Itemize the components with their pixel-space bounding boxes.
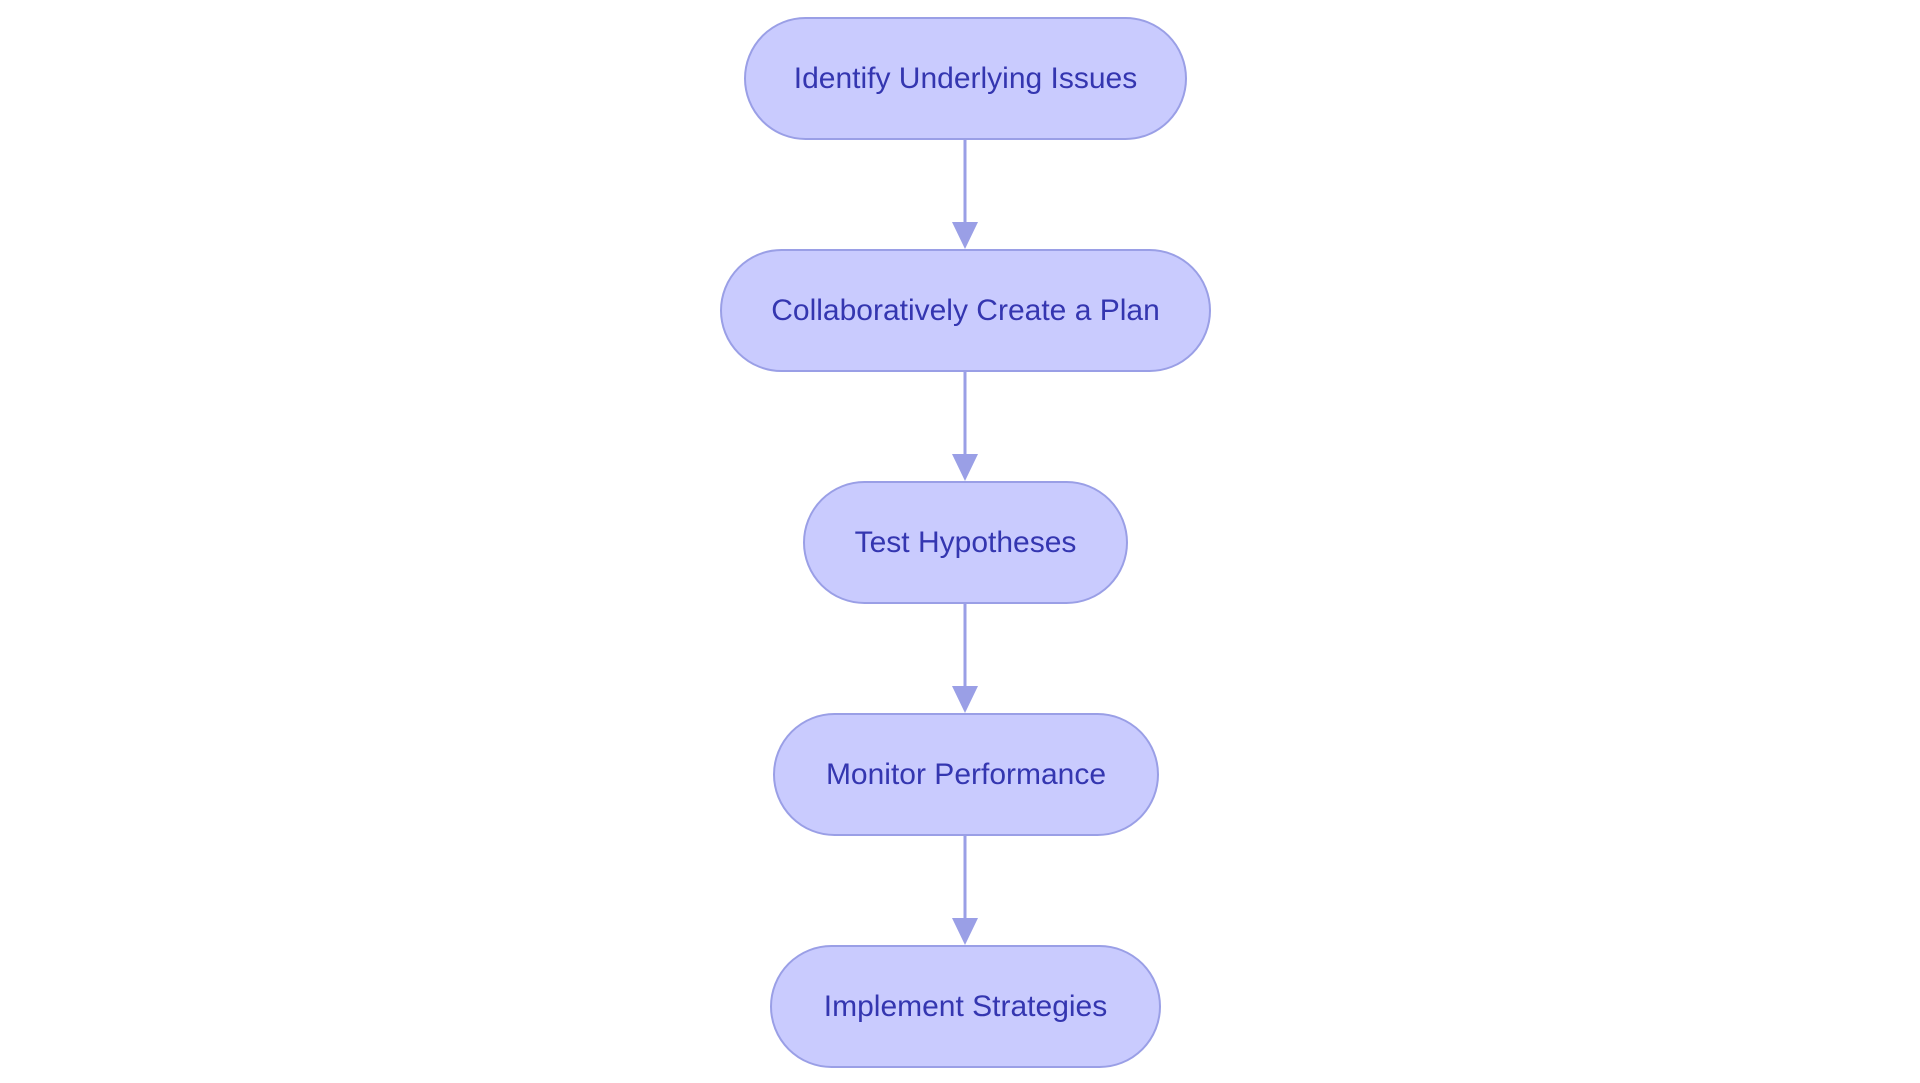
edge-3-4 bbox=[952, 604, 978, 713]
arrow-down-icon bbox=[952, 686, 978, 713]
node-label: Identify Underlying Issues bbox=[793, 61, 1138, 95]
arrow-down-icon bbox=[952, 454, 978, 481]
edge-1-2 bbox=[952, 140, 978, 249]
node-label: Implement Strategies bbox=[823, 989, 1108, 1023]
arrow-down-icon bbox=[952, 222, 978, 249]
edge-2-3 bbox=[952, 372, 978, 481]
node-implement-strategies: Implement Strategies bbox=[770, 945, 1161, 1068]
node-label: Test Hypotheses bbox=[854, 525, 1077, 559]
node-collaboratively-create-a-plan: Collaboratively Create a Plan bbox=[720, 249, 1211, 372]
node-test-hypotheses: Test Hypotheses bbox=[803, 481, 1128, 604]
edge-4-5 bbox=[952, 836, 978, 945]
node-monitor-performance: Monitor Performance bbox=[773, 713, 1159, 836]
node-label: Monitor Performance bbox=[825, 757, 1107, 791]
node-label: Collaboratively Create a Plan bbox=[771, 293, 1160, 327]
arrow-down-icon bbox=[952, 918, 978, 945]
node-identify-underlying-issues: Identify Underlying Issues bbox=[744, 17, 1187, 140]
